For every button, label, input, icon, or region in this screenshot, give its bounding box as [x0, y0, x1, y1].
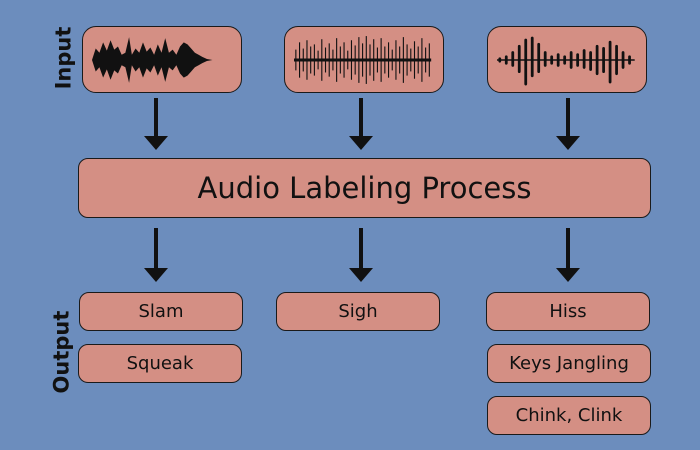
output-label-sigh: Sigh — [276, 292, 440, 331]
output-label-hiss: Hiss — [486, 292, 650, 331]
input-side-label: Input — [51, 26, 76, 90]
input-audio-1 — [82, 26, 242, 93]
arrow-down-icon — [556, 98, 580, 150]
input-audio-3 — [487, 26, 647, 93]
audio-labeling-process: Audio Labeling Process — [78, 158, 651, 218]
arrow-down-icon — [556, 228, 580, 282]
output-label-slam: Slam — [79, 292, 243, 331]
waveform-pulse-icon — [497, 36, 636, 85]
waveform-noise-icon — [294, 35, 432, 84]
arrow-down-icon — [144, 98, 168, 150]
output-label-squeak: Squeak — [78, 344, 242, 383]
output-label-keys-jangling: Keys Jangling — [487, 344, 651, 383]
arrow-down-icon — [349, 98, 373, 150]
output-side-label: Output — [49, 310, 74, 394]
waveform-speech-icon — [92, 36, 213, 83]
arrow-down-icon — [349, 228, 373, 282]
arrow-down-icon — [144, 228, 168, 282]
input-audio-2 — [284, 26, 444, 93]
output-label-chink-clink: Chink, Clink — [487, 396, 651, 435]
